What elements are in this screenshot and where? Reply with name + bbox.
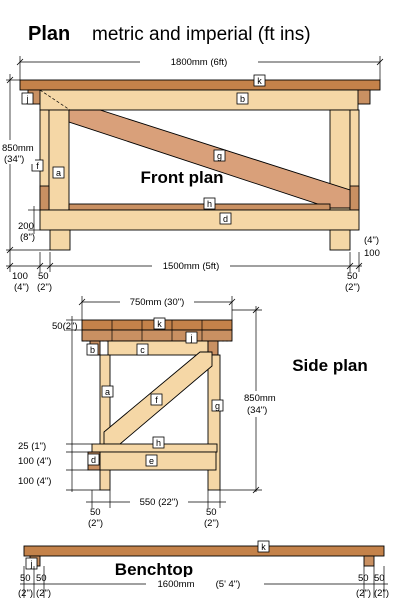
side-top-thickness: 50(2") <box>52 321 78 332</box>
side-right-50: 50 <box>206 507 217 518</box>
front-label-a: a <box>56 168 61 178</box>
side-label-f: f <box>155 395 158 405</box>
bench-left-50a: 50 <box>20 573 31 584</box>
side-height-in: (34") <box>247 405 267 416</box>
side-label-j: j <box>190 333 193 343</box>
front-left-50: 50 <box>38 271 49 282</box>
front-leg-a-left <box>48 109 70 211</box>
front-diagonal-brace <box>68 109 351 209</box>
front-foot-left <box>49 229 71 251</box>
side-part-labels: k b c j a f g h d e <box>86 317 224 467</box>
side-height-mm: 850mm <box>244 393 276 404</box>
bench-left-50b: 50 <box>36 573 47 584</box>
side-label-k: k <box>157 319 162 329</box>
front-shelf-slats <box>68 203 331 211</box>
front-height-mm: 850mm <box>2 143 34 154</box>
bench-right-50a-in: (2") <box>356 588 371 599</box>
front-rail-in: (8") <box>20 232 35 243</box>
front-end-block-right <box>356 89 371 105</box>
bench-right-50b-in: (2") <box>374 588 389 599</box>
side-plan-title: Side plan <box>292 356 368 375</box>
front-label-h: h <box>207 199 212 209</box>
front-label-b: b <box>240 94 245 104</box>
front-left-50-in: (2") <box>37 282 52 293</box>
side-leg-left <box>99 354 111 491</box>
front-right-100: 100 <box>364 248 380 259</box>
side-bottom-rail <box>99 451 217 471</box>
front-bottom-rail <box>39 209 360 231</box>
front-span-label: 1500mm (5ft) <box>163 261 220 272</box>
bench-label-j: j <box>30 559 33 569</box>
front-plan-title: Front plan <box>140 168 223 187</box>
side-dim-100a: 100 (4") <box>18 456 51 467</box>
side-right-50-in: (2") <box>204 518 219 529</box>
bench-right-50a: 50 <box>358 573 369 584</box>
front-width-label: 1800mm (6ft) <box>171 57 228 68</box>
front-left-100: 100 <box>12 271 28 282</box>
front-height-in: (34") <box>4 154 24 165</box>
front-part-labels: k j b f a g h d <box>21 74 266 225</box>
bench-left-50a-in: (2") <box>18 588 33 599</box>
bench-span-mm: 1600mm <box>158 579 195 590</box>
side-label-a: a <box>105 387 110 397</box>
front-label-k: k <box>257 76 262 86</box>
front-label-j: j <box>26 94 29 104</box>
benchtop-slab <box>23 545 385 557</box>
front-label-f: f <box>36 161 39 171</box>
front-right-in: (4") <box>364 235 379 246</box>
side-width-label: 750mm (30") <box>130 297 185 308</box>
front-benchtop <box>19 79 381 91</box>
benchtop-title: Benchtop <box>115 560 193 579</box>
benchtop-view: k j Benchtop 50 50 (2") (2") 1600mm (5' … <box>18 540 389 599</box>
side-label-g: g <box>215 401 220 411</box>
bench-span-in: (5' 4") <box>216 579 241 590</box>
side-left-50: 50 <box>90 507 101 518</box>
side-inner-width: 550 (22") <box>140 497 179 508</box>
front-right-50: 50 <box>347 271 358 282</box>
side-left-50-in: (2") <box>88 518 103 529</box>
front-label-g: g <box>217 151 222 161</box>
bench-left-50b-in: (2") <box>36 588 51 599</box>
front-top-rail <box>39 89 359 111</box>
side-label-h: h <box>156 438 161 448</box>
side-label-c: c <box>140 345 145 355</box>
side-dim-25: 25 (1") <box>18 441 46 452</box>
side-plan: 750mm (30") k b c j a f g h <box>18 296 368 529</box>
side-dim-100b: 100 (4") <box>18 476 51 487</box>
side-label-e: e <box>149 456 154 466</box>
front-left-100-in: (4") <box>14 282 29 293</box>
side-label-d: d <box>91 455 96 465</box>
title-plan: Plan <box>28 23 70 45</box>
front-plan: 1800mm (6ft) k j b f a g <box>1 56 384 293</box>
bench-label-k: k <box>261 542 266 552</box>
title-subtitle: metric and imperial (ft ins) <box>92 24 311 45</box>
front-right-50-in: (2") <box>345 282 360 293</box>
front-foot-right <box>329 229 351 251</box>
bench-right-50b: 50 <box>374 573 385 584</box>
front-label-d: d <box>223 214 228 224</box>
front-rail-mm: 200 <box>18 221 34 232</box>
side-label-b: b <box>90 345 95 355</box>
